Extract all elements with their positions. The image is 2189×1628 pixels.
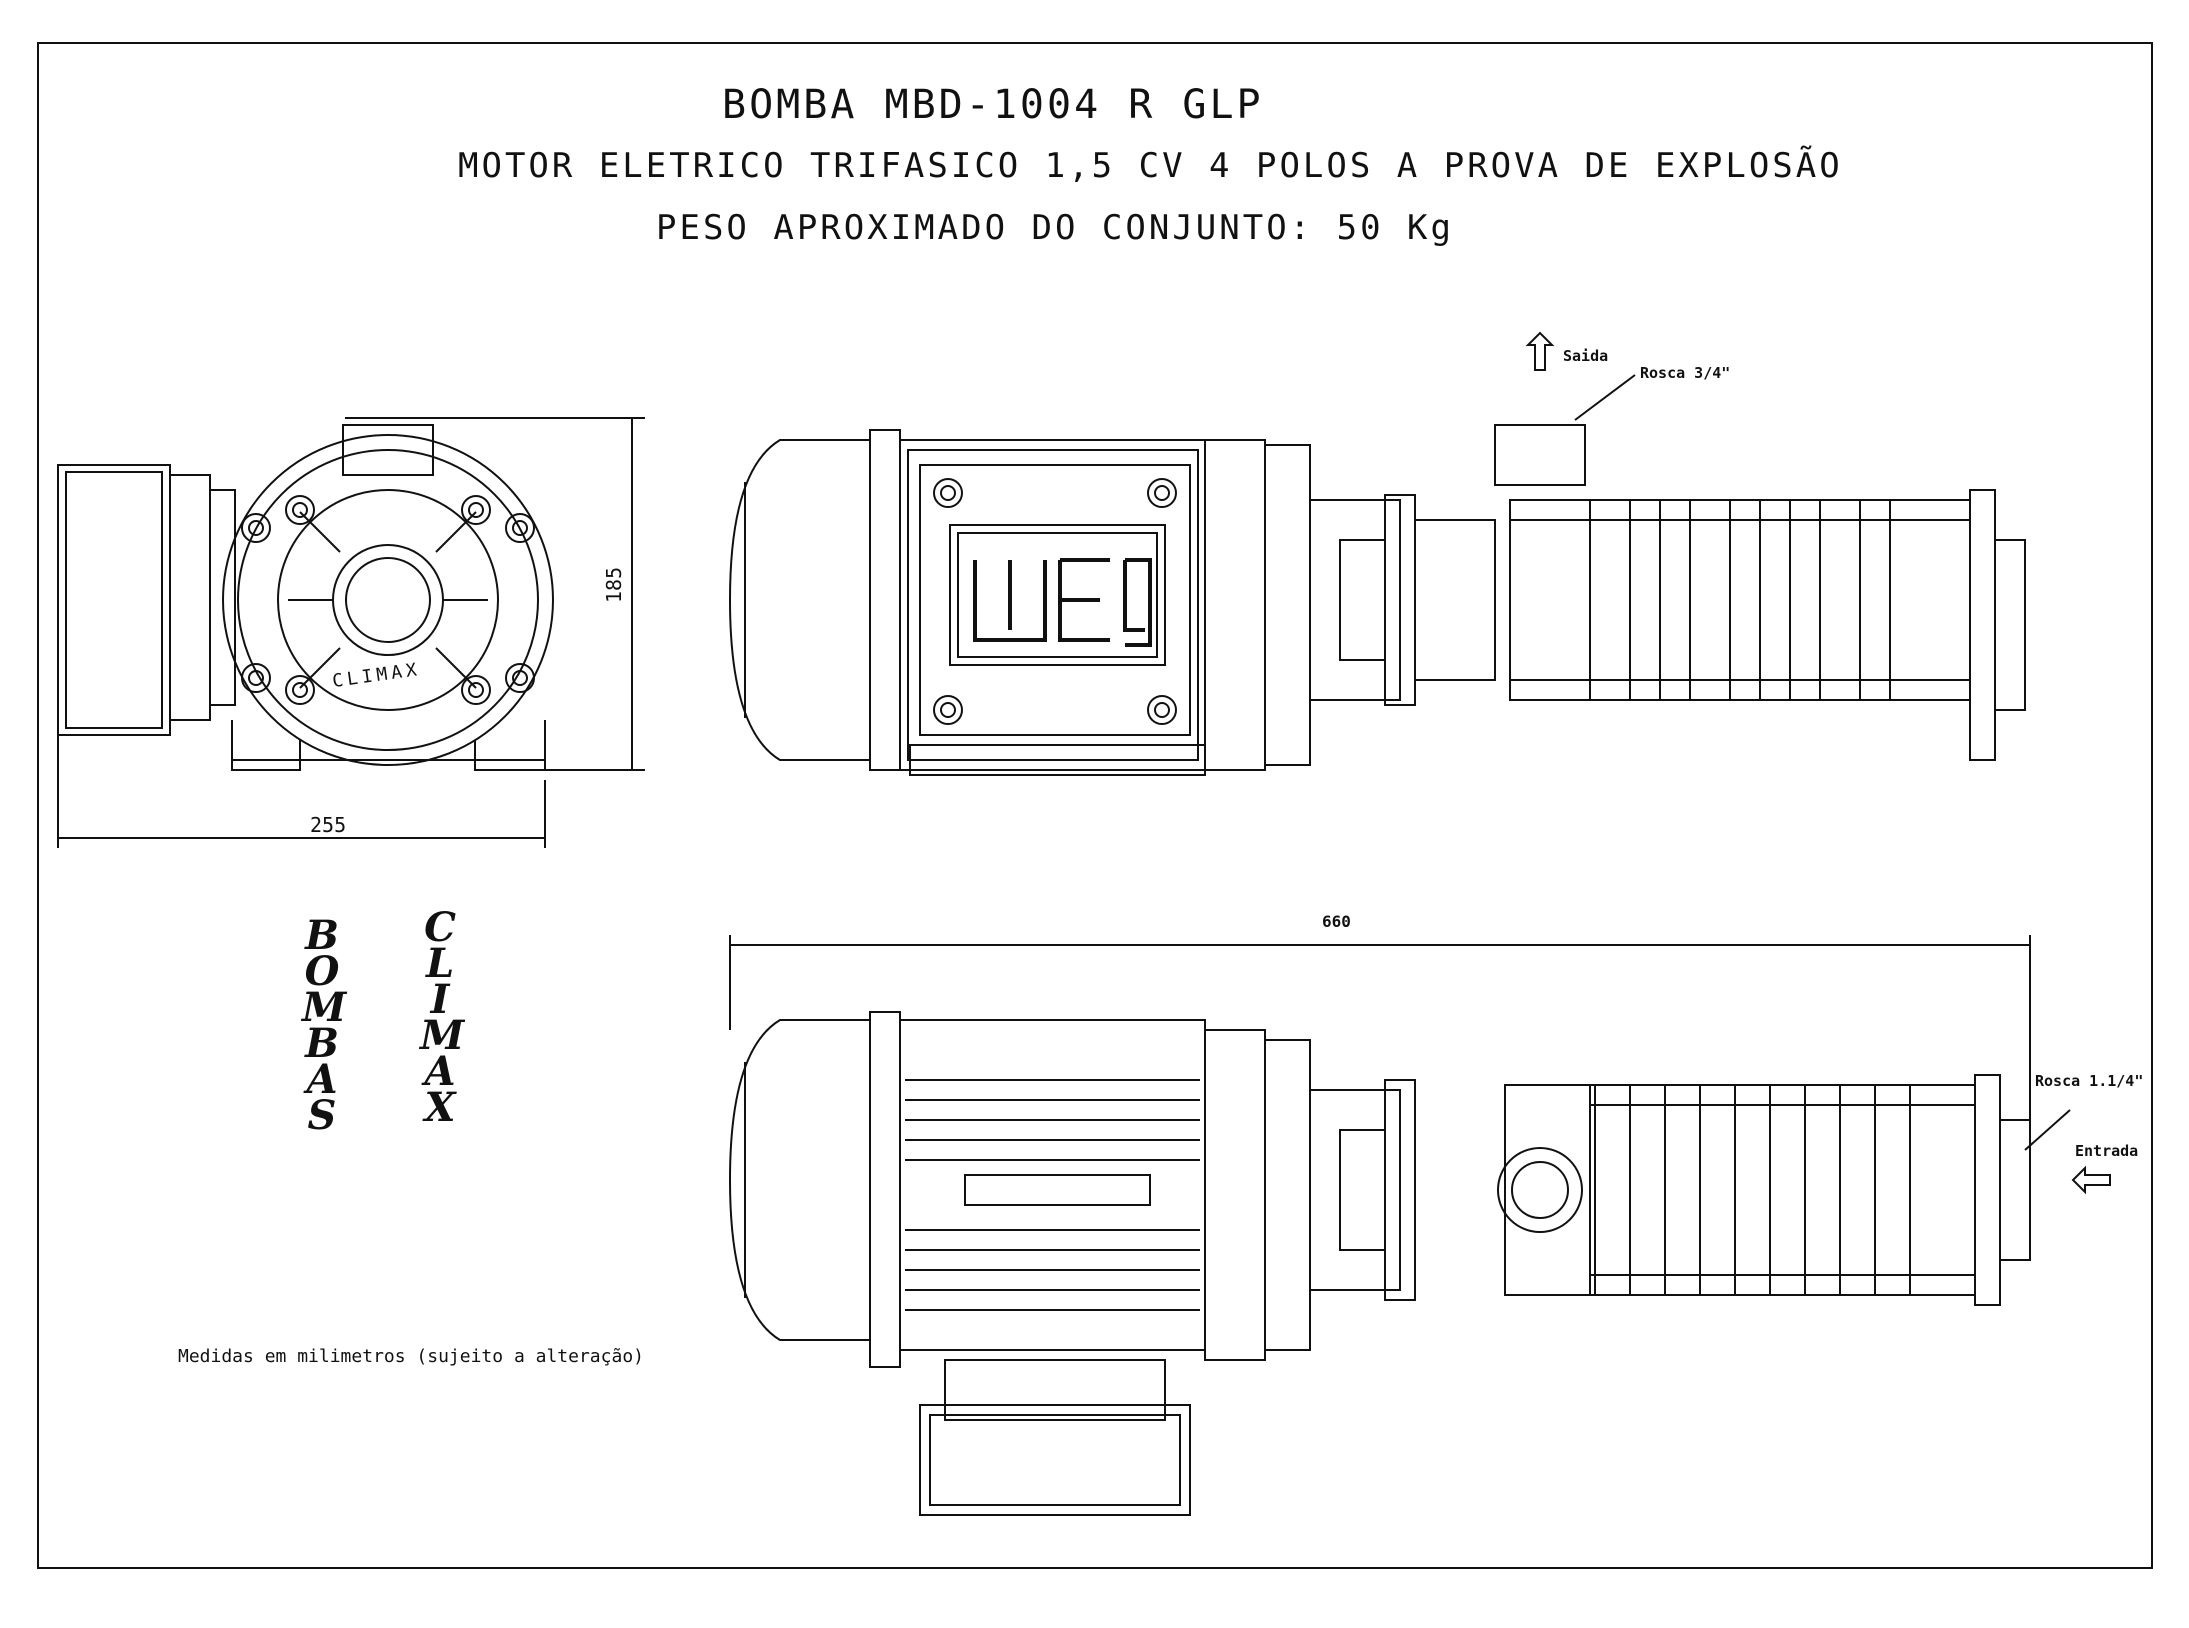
inlet-thread-leader [2024, 1109, 2071, 1151]
inlet-thread-label: Rosca 1.1/4" [2035, 1072, 2144, 1090]
weg-logo-icon [973, 558, 1152, 647]
dimension-width: 255 [310, 813, 347, 837]
sheet-border [37, 42, 2153, 1569]
outlet-thread-leader [1574, 374, 1636, 421]
drawing-title: BOMBA MBD-1004 R GLP [722, 82, 1264, 128]
front-view [57, 417, 645, 848]
dimension-length: 660 [1322, 912, 1351, 931]
dimension-height: 185 [602, 566, 626, 603]
side-view-plan [728, 935, 2031, 1516]
weight-spec: PESO APROXIMADO DO CONJUNTO: 50 Kg [656, 208, 1454, 248]
measurement-note: Medidas em milimetros (sujeito a alteraç… [178, 1346, 644, 1367]
outlet-label: Saida [1563, 347, 1609, 365]
outlet-arrow-icon [1525, 331, 1555, 371]
inlet-label: Entrada [2075, 1142, 2139, 1160]
motor-spec: MOTOR ELETRICO TRIFASICO 1,5 CV 4 POLOS … [458, 146, 1843, 186]
inlet-arrow-icon [2071, 1165, 2111, 1195]
outlet-thread-label: Rosca 3/4" [1640, 364, 1731, 382]
side-view-elevation [728, 424, 2026, 776]
